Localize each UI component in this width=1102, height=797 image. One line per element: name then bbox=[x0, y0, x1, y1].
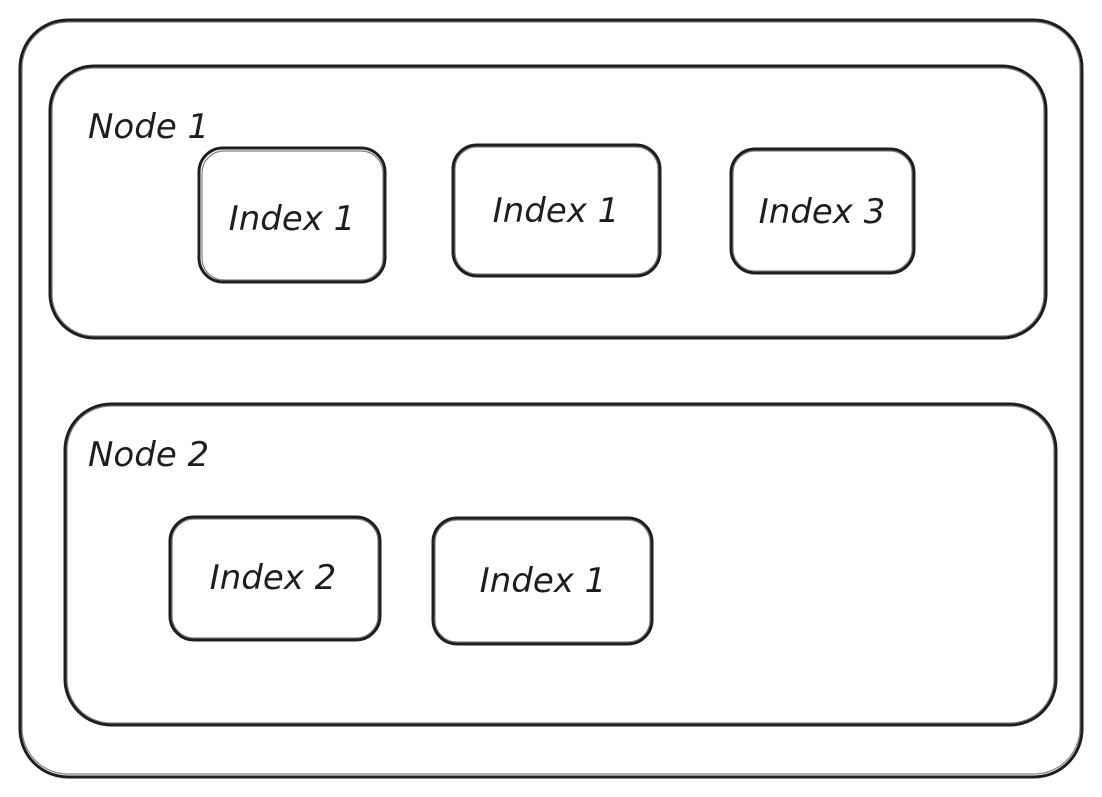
node-1-index-label-1: Index 1 bbox=[229, 199, 356, 239]
node-1-index-label-2: Index 1 bbox=[493, 191, 620, 231]
node-1-index-box-1: Index 1 bbox=[197, 146, 387, 284]
node-2-container: Node 2 Index 2 Index 1 bbox=[63, 402, 1058, 727]
node-2-label: Node 2 bbox=[88, 435, 209, 475]
cluster-container bbox=[18, 18, 1084, 779]
node-1-label: Node 1 bbox=[88, 107, 209, 147]
node-2-index-label-2: Index 1 bbox=[480, 561, 607, 601]
node-1-container: Node 1 Index 1 Index 1 Index 3 bbox=[48, 64, 1048, 340]
node-2-index-label-1: Index 2 bbox=[210, 558, 337, 598]
node-1-index-box-2: Index 1 bbox=[451, 143, 662, 278]
node-1-index-label-3: Index 3 bbox=[759, 192, 886, 232]
node-1-index-box-3: Index 3 bbox=[729, 147, 916, 275]
node-2-index-box-1: Index 2 bbox=[168, 515, 382, 642]
node-2-index-box-2: Index 1 bbox=[431, 516, 654, 646]
